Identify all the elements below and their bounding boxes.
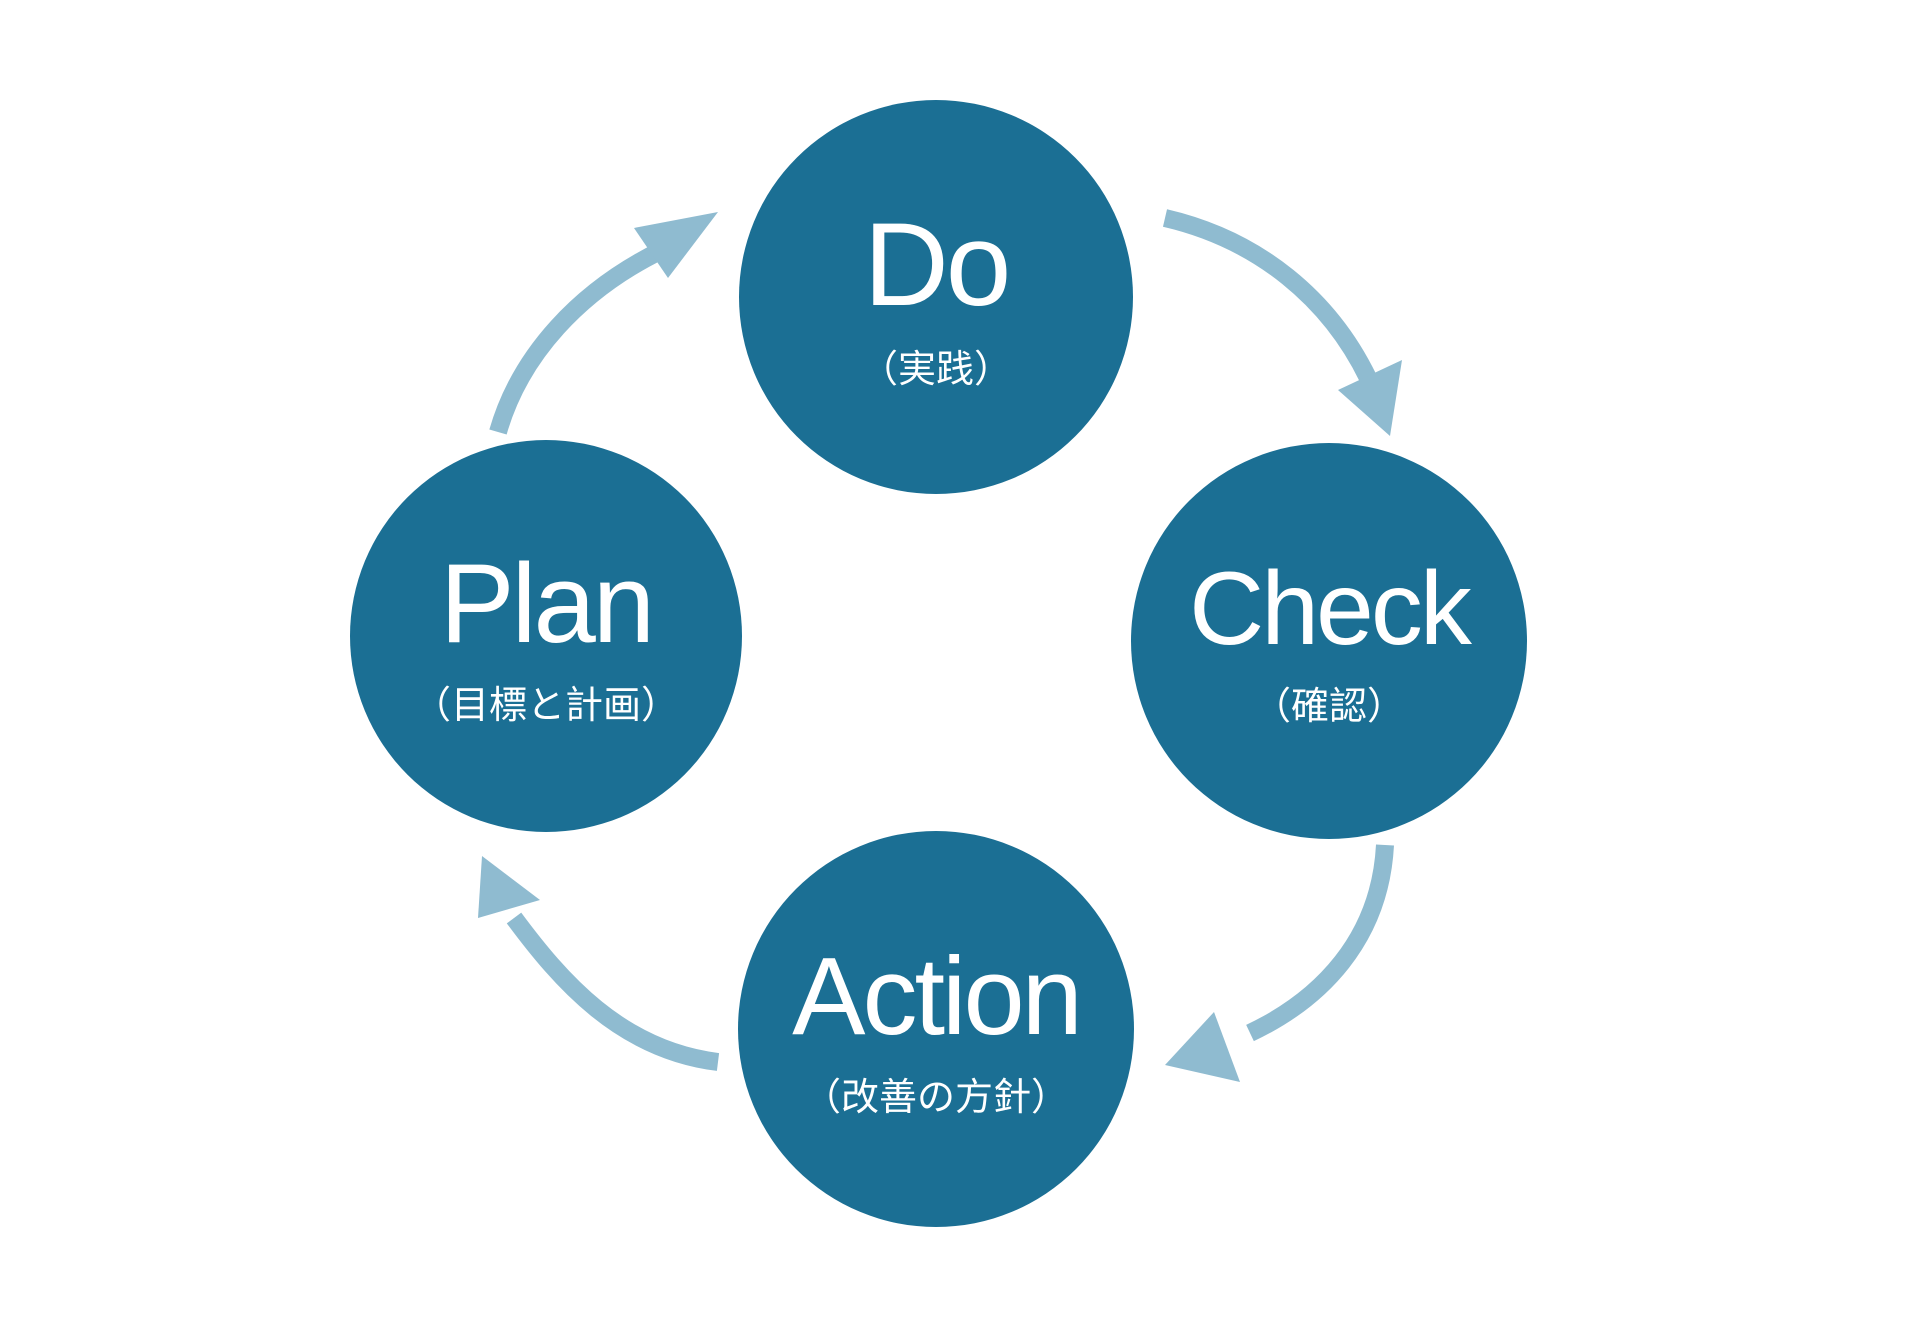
check-title: Check (1189, 551, 1472, 667)
action-node: Action （改善の方針） (738, 831, 1134, 1227)
do-node: Do （実践） (739, 100, 1133, 494)
plan-subtitle: （目標と計画） (412, 683, 679, 727)
check-subtitle: （確認） (1252, 684, 1405, 728)
do-subtitle: （実践） (859, 347, 1012, 391)
action-subtitle: （改善の方針） (802, 1075, 1069, 1119)
plan-title: Plan (439, 541, 655, 666)
plan-node: Plan （目標と計画） (350, 440, 742, 832)
do-title: Do (863, 199, 1012, 331)
arrow-check-to-action (1165, 844, 1394, 1082)
arrow-do-to-check (1162, 209, 1402, 436)
check-node: Check （確認） (1131, 443, 1527, 839)
arrow-action-to-plan (478, 856, 720, 1071)
action-title: Action (792, 935, 1083, 1058)
arrow-plan-to-do (489, 212, 718, 435)
